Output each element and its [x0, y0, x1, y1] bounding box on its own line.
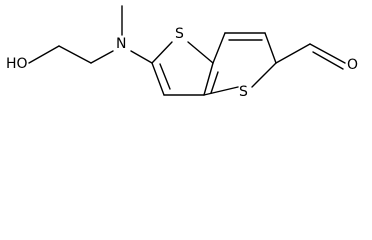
bond-ho-ch2	[28, 45, 60, 64]
bond-c6-c5	[264, 32, 277, 64]
sulfur-top-label: S	[175, 26, 184, 42]
bond-c7a-c3a	[203, 62, 214, 96]
bond-ch2-ch2	[58, 45, 92, 64]
atom-labels: HO N S S O	[6, 26, 358, 100]
bond-c7a-c7	[212, 32, 226, 64]
aldehyde-oxygen-label: O	[347, 57, 358, 73]
bond-cho-o-double	[312, 51, 344, 70]
bond-c7a-c3a-double	[210, 71, 219, 94]
bond-group-hydroxyethyl	[28, 45, 114, 64]
bond-ch2-n	[90, 50, 114, 64]
bond-group-aldehyde	[275, 43, 346, 70]
bond-s4-c3a	[203, 86, 239, 96]
bond-c3-c2-double	[159, 63, 171, 90]
chemical-structure-diagram: HO N S S O	[6, 5, 358, 100]
bond-group-right-thiophene	[203, 32, 277, 96]
bond-n-ring	[130, 50, 153, 64]
hydroxyl-label: HO	[6, 56, 28, 72]
bond-group-left-thiophene	[151, 41, 214, 96]
nitrogen-label: N	[116, 36, 126, 52]
bond-c3-c2	[151, 62, 165, 96]
bond-c5-s4	[251, 62, 277, 88]
bond-c5-cho	[275, 43, 311, 64]
bond-group-amine	[121, 5, 153, 64]
bond-s1-c7a	[187, 41, 214, 64]
bond-cho-o	[309, 43, 346, 64]
sulfur-bottom-label: S	[239, 84, 248, 100]
bond-c2-s1	[151, 41, 173, 64]
